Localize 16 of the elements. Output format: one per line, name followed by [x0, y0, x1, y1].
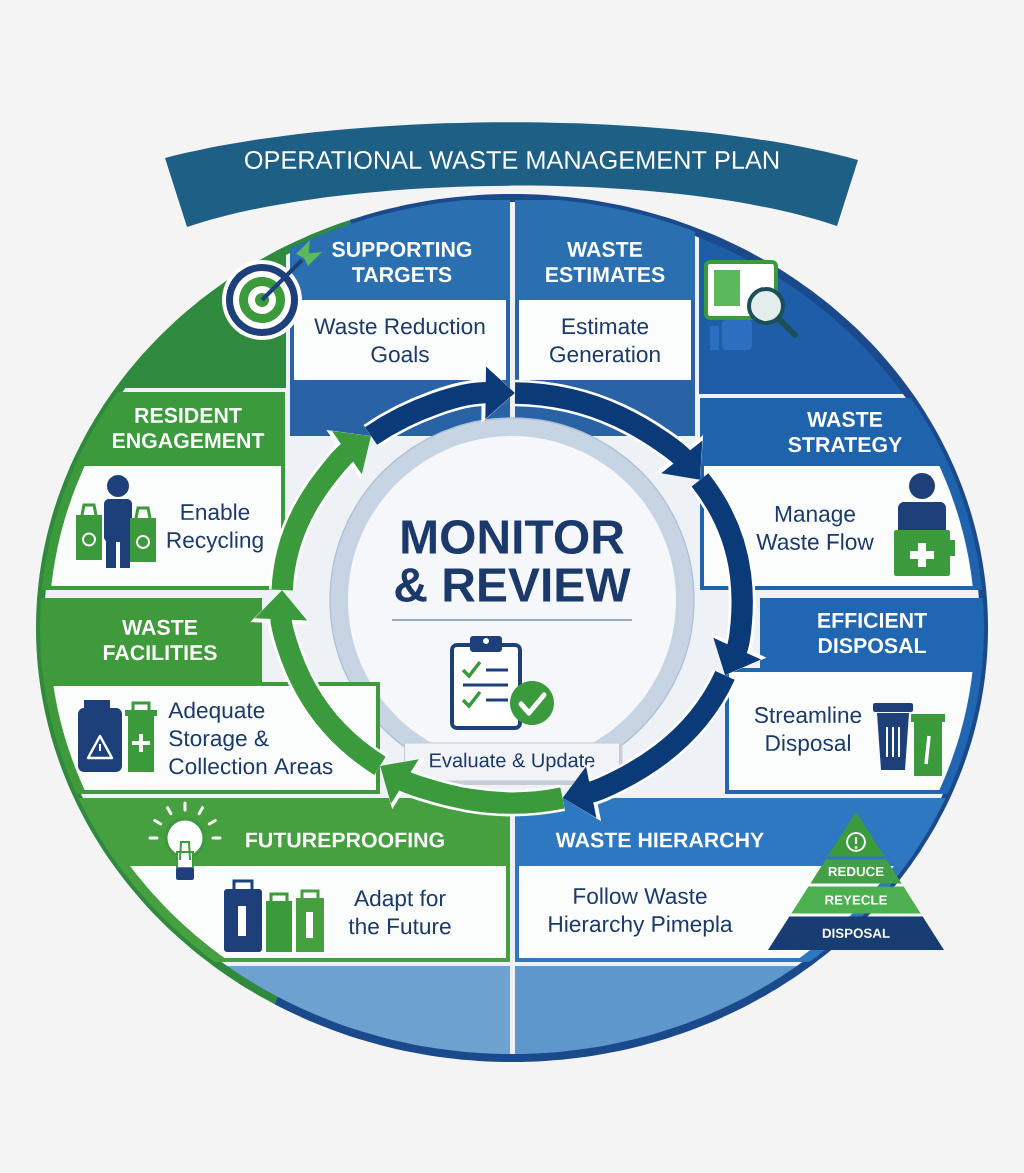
pyramid-tier: REYECLE: [791, 886, 921, 914]
node-label: Streamline Disposal: [754, 706, 862, 756]
label-box: Evaluate & Update: [403, 742, 623, 785]
node-label: Adequate Storage & Collection Areas: [168, 701, 333, 775]
header-band: WASTE STRATEGY: [700, 398, 948, 462]
pyramid-tier: DISPOSAL: [768, 916, 944, 950]
header-band: SUPPORTING TARGETS: [290, 200, 510, 300]
curved-arrow: [268, 429, 371, 591]
header-band: EFFICIENT DISPOSAL: [760, 598, 984, 668]
pyramid-tier: REDUCE: [810, 859, 902, 884]
node-label: Manage Waste Flow: [756, 506, 874, 550]
node-label: Enable Recycling: [167, 503, 263, 553]
node-label: Adapt for the Future: [348, 889, 451, 935]
title-banner: OPERATIONAL WASTE MANAGEMENT PLAN: [165, 122, 858, 227]
curved-arrow: [514, 379, 704, 480]
header-band: WASTE FACILITIES: [40, 598, 262, 682]
